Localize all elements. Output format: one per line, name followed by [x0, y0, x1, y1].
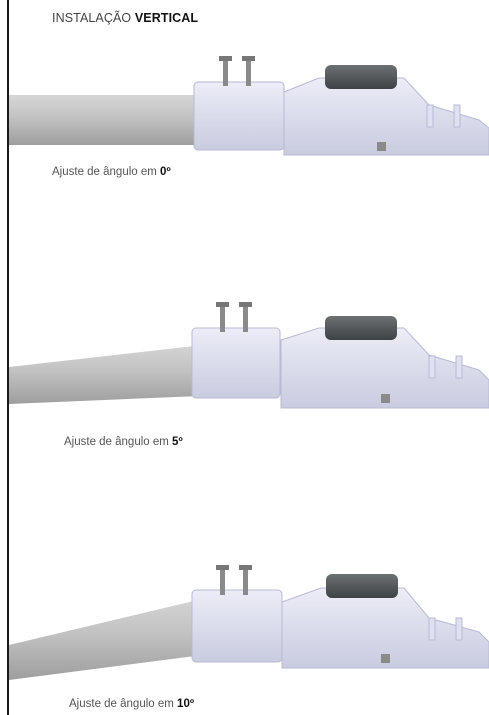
mount-illustration-0: [9, 50, 489, 160]
clamp-shape: [191, 327, 281, 399]
caption-10: Ajuste de ângulo em 10º: [69, 698, 194, 710]
caption-value: 10º: [177, 698, 195, 710]
page-title: INSTALAÇÃO VERTICAL: [52, 11, 198, 25]
caption-value: 5º: [172, 436, 183, 448]
pipe-shape: [9, 95, 214, 145]
knob-shape: [325, 316, 397, 340]
knob-shape: [326, 574, 398, 598]
clamp-shape: [191, 589, 283, 663]
device-0deg-svg: [9, 56, 489, 156]
caption-0: Ajuste de ângulo em 0º: [52, 166, 171, 178]
caption-5: Ajuste de ângulo em 5º: [64, 436, 183, 448]
left-border-line: [7, 0, 9, 715]
device-10deg-svg: [9, 565, 489, 680]
pipe-shape: [9, 343, 224, 404]
caption-value: 0º: [160, 166, 171, 178]
clamp-shape: [193, 81, 285, 151]
device-5deg-svg: [9, 302, 489, 409]
title-prefix: INSTALAÇÃO: [52, 11, 135, 25]
caption-prefix: Ajuste de ângulo em: [69, 698, 178, 710]
caption-prefix: Ajuste de ângulo em: [64, 436, 173, 448]
caption-prefix: Ajuste de ângulo em: [52, 166, 161, 178]
pipe-shape: [9, 595, 226, 680]
knob-shape: [325, 65, 397, 89]
title-emphasis: VERTICAL: [134, 11, 199, 25]
mount-illustration-10: [9, 560, 489, 680]
mount-illustration-5: [9, 300, 489, 415]
